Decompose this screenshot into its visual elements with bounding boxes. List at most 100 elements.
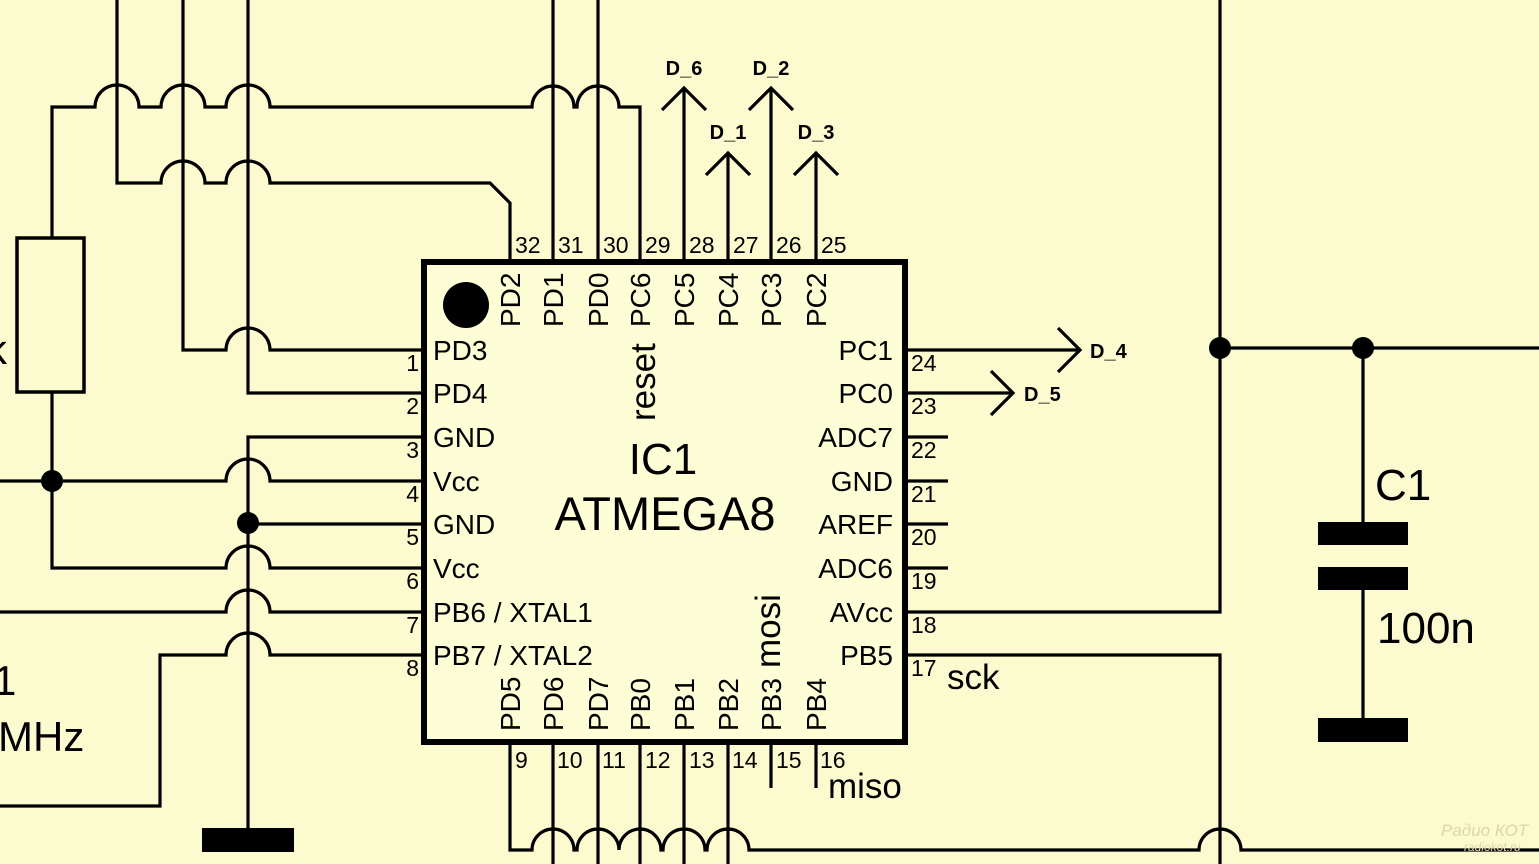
signal-label-mosi: mosi [749,594,788,668]
pin-name: PC2 [801,273,832,327]
pin-number: 23 [911,393,937,419]
pin-number: 29 [645,232,671,258]
pin-name: PB6 / XTAL1 [433,597,593,628]
arrow-d6 [660,85,708,112]
pin-name: ADC7 [818,422,893,453]
pin-number: 8 [406,655,419,681]
ic-ref: IC1 [629,435,697,484]
pin-number: 18 [911,612,937,638]
pin-number: 13 [689,747,715,773]
pin-number: 15 [776,747,802,773]
pin-name: PC6 [625,273,656,327]
pin-name: PC5 [669,273,700,327]
pin-number: 30 [603,232,629,258]
net-label-d2: D_2 [753,58,790,80]
pin-name: PD4 [433,378,487,409]
pin-name: PB4 [801,678,832,731]
wire-pd3 [181,0,424,352]
pin-name: PC3 [756,273,787,327]
signal-label-miso: miso [828,767,902,806]
wire-avcc [905,0,1222,614]
ground-bar [202,828,294,852]
pin-number: 9 [515,747,528,773]
pin-number: 6 [406,568,419,594]
pin-number: 11 [602,747,626,773]
pin-name: PB3 [756,678,787,731]
pin-number: 24 [911,350,937,376]
watermark-site: radiokot.ru [1464,840,1521,854]
arrow-d5 [989,369,1016,417]
pin-name: PB0 [625,678,656,731]
pin-name: PD6 [538,677,569,731]
pins-right: PC1 PC0 ADC7 GND AREF ADC6 AVcc PB5 24 2… [818,335,936,681]
signal-label-sck: sck [947,658,1000,697]
capacitor-ref: C1 [1375,461,1431,510]
crystal-value-label: 1 [0,657,16,704]
wire-gnd-bus [246,435,424,828]
pin-number: 12 [645,747,671,773]
arrow-d1 [704,150,752,177]
net-label-d3: D_3 [798,122,835,144]
ic-part: ATMEGA8 [554,487,775,540]
pin-number: 31 [558,232,584,258]
pin-number: 7 [406,612,419,638]
wire-xtal1 [0,588,424,614]
pin-number: 4 [406,481,419,507]
pin-number: 21 [911,481,937,507]
pin-number: 25 [821,232,847,258]
arrow-d2 [747,85,795,112]
pin-name: PD7 [583,677,614,731]
pin-name: PC4 [713,273,744,327]
pin-number: 26 [776,232,802,258]
signal-label-reset: reset [624,343,663,421]
pin-name: PD3 [433,335,487,366]
arrow-d3 [792,150,840,177]
net-label-d5: D_5 [1024,384,1061,406]
capacitor-plate-bottom [1318,567,1408,590]
pin-name: PC0 [839,378,893,409]
pin-name: ADC6 [818,553,893,584]
pin-name: AVcc [830,597,893,628]
pins-top: PD2 PD1 PD0 PC6 PC5 PC4 PC3 PC2 32 31 30… [495,232,847,327]
pin-number: 20 [911,524,937,550]
ic-body [421,259,908,745]
pin-name: PB2 [713,678,744,731]
net-label-d6: D_6 [666,58,703,80]
junction-dot [1352,337,1374,359]
pin-name: GND [433,422,495,453]
pin-number: 32 [515,232,541,258]
pin-name: PD2 [495,273,526,327]
pin-number: 2 [406,393,419,419]
pin-name: PB7 / XTAL2 [433,640,593,671]
wire-bottom-bus [508,742,1539,852]
pin-number: 22 [911,437,937,463]
junction-dot [237,512,259,534]
pin-name: PC1 [839,335,893,366]
pin-name: Vcc [433,553,480,584]
net-label-d4: D_4 [1090,341,1128,363]
wire-pb5-sck [905,653,1222,864]
pin1-marker [443,282,489,328]
capacitor-value: 100n [1377,604,1475,653]
pin-number: 27 [733,232,759,258]
pin-number: 10 [557,747,583,773]
pin-number: 28 [689,232,715,258]
pin-number: 1 [406,350,419,376]
pin-name: PB1 [669,678,700,731]
capacitor-plate-top [1318,522,1408,545]
watermark-brand: Радио КОТ [1441,821,1530,840]
pin-number: 16 [820,747,846,773]
pin-number: 3 [406,437,419,463]
pin-number: 14 [732,747,758,773]
pin-name: PD5 [495,677,526,731]
wire-xtal2 [0,631,424,808]
pin-name: GND [831,466,893,497]
pins-bottom: PD5 PD6 PD7 PB0 PB1 PB2 PB3 PB4 9 10 11 … [495,677,846,773]
ground-bar-capacitor [1318,718,1408,742]
crystal-unit-label: MHz [0,713,84,760]
junction-dot [41,470,63,492]
pins-left: PD3 PD4 GND Vcc GND Vcc PB6 / XTAL1 PB7 … [406,335,593,681]
pin-name: Vcc [433,466,480,497]
